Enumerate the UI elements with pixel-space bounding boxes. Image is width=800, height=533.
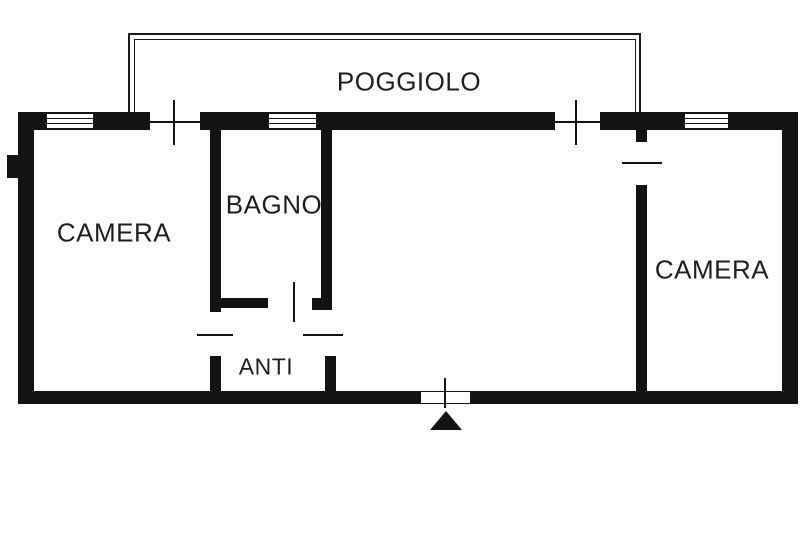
balcony-door-left-threshold xyxy=(150,121,200,123)
room-label-anti: ANTI xyxy=(238,353,294,380)
window-bagno-icon xyxy=(267,112,318,130)
wall-top-segment-3 xyxy=(200,112,267,130)
wall-bagno-left xyxy=(210,130,221,312)
wall-anti-right xyxy=(325,356,336,391)
wall-bottom-segment-1 xyxy=(18,391,420,404)
wall-camera-right-partition xyxy=(636,185,647,391)
balcony-outline-inner xyxy=(133,38,636,112)
entrance-door-leaf-icon xyxy=(444,378,446,408)
wall-bottom-segment-2 xyxy=(471,391,798,404)
wall-top-segment-2 xyxy=(95,112,150,130)
wall-anti-left xyxy=(210,356,221,391)
entrance-marker-triangle-icon xyxy=(430,411,462,430)
room-label-camera-right: CAMERA xyxy=(654,254,770,285)
camera-right-door-swing-icon xyxy=(622,162,662,164)
wall-bagno-right-foot xyxy=(312,298,321,310)
wall-top-segment-4 xyxy=(318,112,555,130)
balcony-label: POGGIOLO xyxy=(336,66,482,97)
window-camera-right-icon xyxy=(683,112,730,130)
anti-door-left-swing-icon xyxy=(197,334,233,336)
wall-right xyxy=(782,112,798,404)
balcony-door-right-threshold xyxy=(555,121,600,123)
wall-top-segment-5 xyxy=(600,112,683,130)
anti-door-right-swing-icon xyxy=(303,334,343,336)
wall-camera-right-stub xyxy=(636,130,647,142)
wall-left xyxy=(18,112,34,404)
window-camera-left-icon xyxy=(45,112,95,130)
balcony-door-left-leaf-icon xyxy=(173,100,175,145)
balcony-outline xyxy=(128,33,641,112)
room-label-camera-left: CAMERA xyxy=(56,217,172,248)
bagno-door-leaf-icon xyxy=(293,282,295,322)
wall-bagno-right xyxy=(321,130,332,310)
balcony-door-right-leaf-icon xyxy=(575,100,577,145)
wall-left-pillar xyxy=(7,155,18,178)
wall-bagno-bottom xyxy=(221,298,268,308)
wall-top-segment-6 xyxy=(730,112,798,130)
room-label-bagno: BAGNO xyxy=(225,189,323,220)
